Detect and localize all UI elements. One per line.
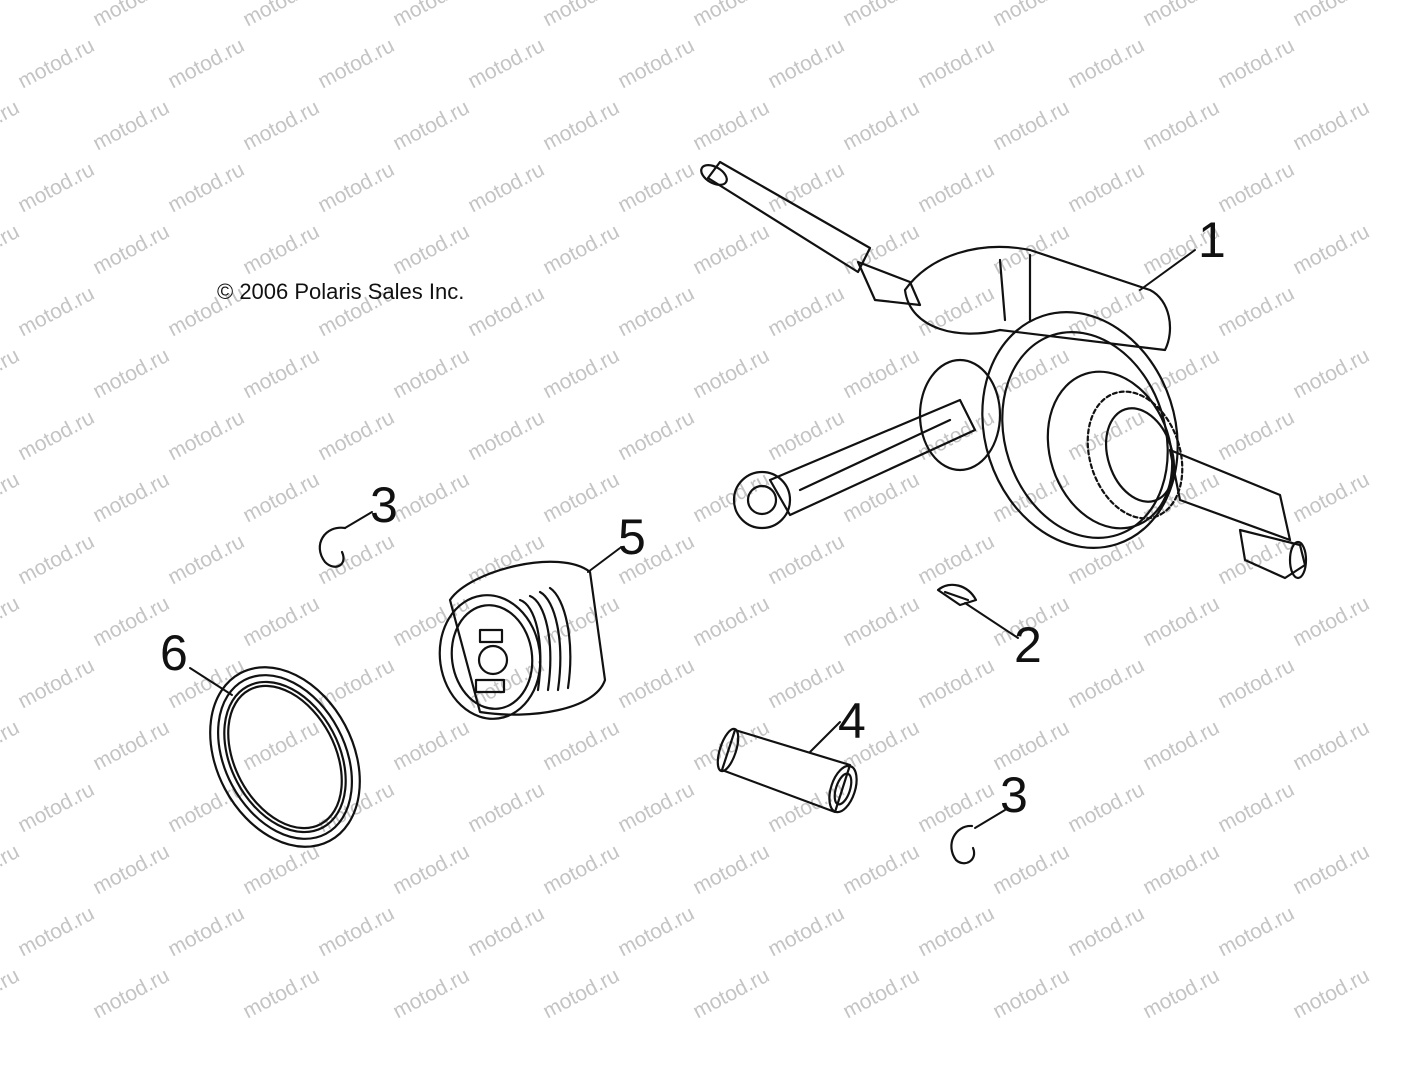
leader-lines <box>189 249 1196 829</box>
piston-pin-clip-lower[interactable] <box>950 824 976 865</box>
callout-2-key[interactable]: 2 <box>1014 617 1042 673</box>
crankshaft-assembly[interactable] <box>698 160 1308 580</box>
piston-ring-set[interactable] <box>180 641 389 873</box>
callout-5-piston[interactable]: 5 <box>618 509 646 565</box>
callout-1-crankshaft[interactable]: 1 <box>1198 212 1226 268</box>
woodruff-key[interactable] <box>936 583 978 607</box>
callout-3-clip-upper[interactable]: 3 <box>370 477 398 533</box>
piston-pin-clip-upper[interactable] <box>318 526 347 568</box>
piston-pin[interactable] <box>714 727 862 816</box>
copyright-notice: © 2006 Polaris Sales Inc. <box>217 279 465 304</box>
callout-6-ring-set[interactable]: 6 <box>160 625 188 681</box>
piston[interactable] <box>432 560 607 726</box>
callout-3-clip-lower[interactable]: 3 <box>1000 767 1028 823</box>
callout-4-piston-pin[interactable]: 4 <box>838 693 866 749</box>
